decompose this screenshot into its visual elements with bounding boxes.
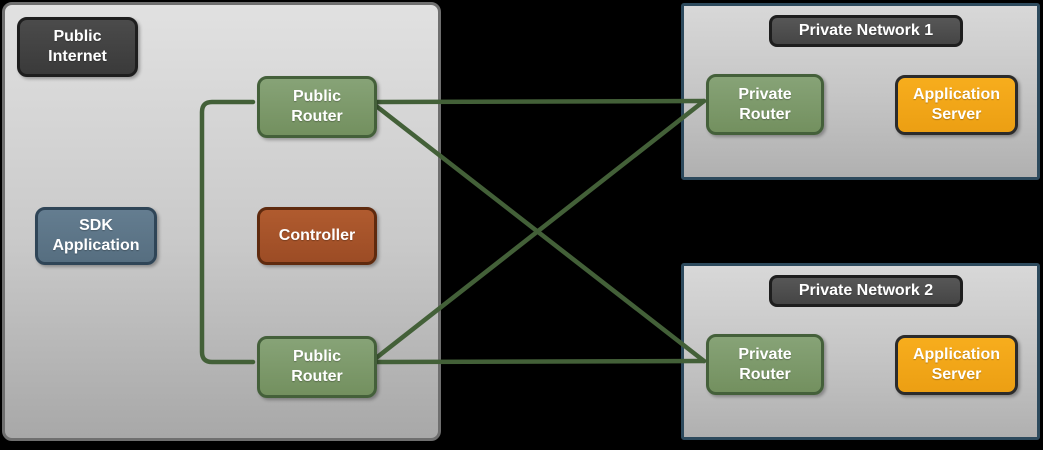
private-network-2-title: Private Network 2 [769,275,963,307]
public-internet-zone: Public Internet SDK Application Controll… [2,2,441,441]
application-server-1-node: Application Server [895,75,1018,135]
public-router-top-node: Public Router [257,76,377,138]
application-server-2-node: Application Server [895,335,1018,395]
private-router-2-node: Private Router [706,334,824,395]
public-router-bottom-node: Public Router [257,336,377,398]
private-network-1-zone: Private Network 1 Private Router Applica… [681,3,1040,180]
controller-node: Controller [257,207,377,265]
private-router-1-node: Private Router [706,74,824,135]
sdk-application-node: SDK Application [35,207,157,265]
private-network-2-zone: Private Network 2 Private Router Applica… [681,263,1040,440]
private-network-1-title: Private Network 1 [769,15,963,47]
public-internet-label: Public Internet [17,17,138,77]
